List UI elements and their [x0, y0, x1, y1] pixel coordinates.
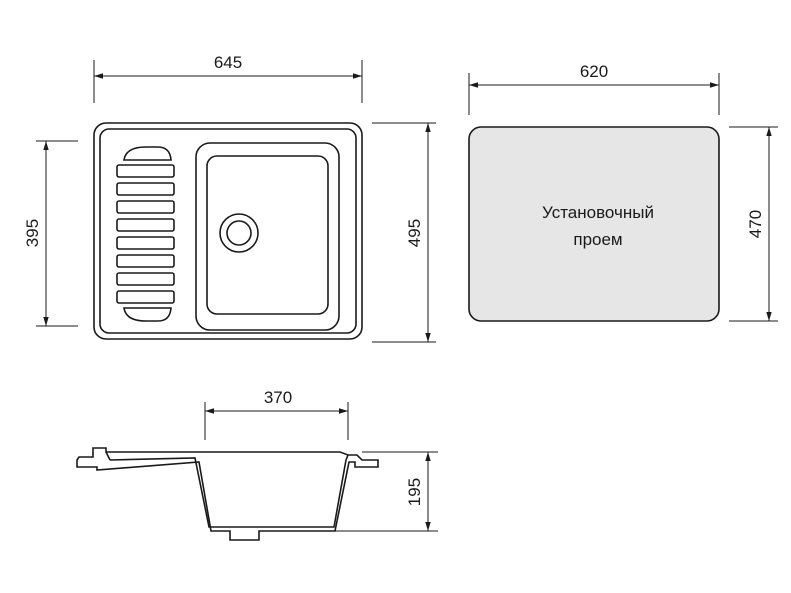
bowl-inner — [206, 155, 329, 315]
drainboard-rib-bottom — [123, 307, 172, 322]
dim-sink-outer-height: 495 — [405, 219, 424, 247]
dim-cutout-width: 620 — [580, 62, 608, 81]
drainboard-rib — [116, 164, 175, 178]
drainboard-rib — [116, 182, 175, 196]
bowl-outer — [195, 142, 340, 331]
section-outer-profile — [76, 447, 379, 541]
cutout-label-line1: Установочный — [542, 203, 654, 222]
drainboard-rib — [116, 236, 175, 250]
drain-inner-ring — [226, 220, 252, 246]
sink-side-section: 370 195 — [76, 388, 438, 541]
drainboard-rib — [116, 200, 175, 214]
cutout-outline — [468, 126, 720, 322]
drainboard-rib — [116, 290, 175, 304]
drainboard-rib — [116, 272, 175, 286]
cutout-view: Установочный проем 620 470 — [468, 62, 778, 322]
dim-sink-height: 395 — [23, 219, 42, 247]
section-inner-profile — [109, 457, 347, 528]
sink-outer-rim — [93, 122, 363, 340]
sink-top-view: 645 395 495 — [23, 53, 436, 343]
drain-outer-ring — [219, 213, 259, 253]
cutout-label-line2: проем — [573, 230, 622, 249]
drainboard-rib-top — [123, 146, 172, 161]
sink-inner-rim — [99, 128, 357, 334]
drainboard-rib — [116, 254, 175, 268]
drainboard-rib — [116, 218, 175, 232]
dim-bowl-depth: 195 — [405, 478, 424, 506]
dim-cutout-height: 470 — [746, 210, 765, 238]
dim-sink-width: 645 — [214, 53, 242, 72]
dim-bowl-width: 370 — [264, 388, 292, 407]
drainboard — [116, 146, 175, 322]
